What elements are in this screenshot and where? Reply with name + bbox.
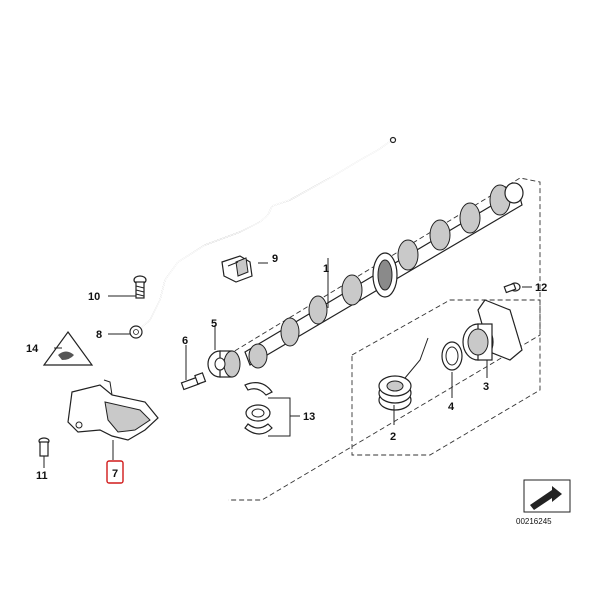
sensor-7 bbox=[67, 379, 159, 441]
bushing-5 bbox=[207, 350, 241, 378]
bolt-12 bbox=[503, 282, 521, 294]
callout-9: 9 bbox=[272, 253, 278, 265]
ring-4 bbox=[441, 341, 463, 371]
callout-6: 6 bbox=[182, 335, 188, 347]
torsion-spring-2 bbox=[378, 337, 429, 411]
spring-group-boundary-dashes bbox=[351, 299, 541, 456]
callout-3: 3 bbox=[483, 381, 489, 393]
callout-12: 12 bbox=[535, 282, 547, 294]
callout-14: 14 bbox=[26, 343, 39, 355]
callout-7: 7 bbox=[112, 468, 118, 480]
oil-line bbox=[129, 136, 397, 339]
clip-9 bbox=[221, 255, 253, 283]
camshaft bbox=[244, 182, 524, 369]
callout-8: 8 bbox=[96, 329, 102, 341]
bolt-6 bbox=[180, 372, 207, 391]
callout-13: 13 bbox=[303, 411, 315, 423]
callout-1: 1 bbox=[323, 263, 329, 275]
callout-5: 5 bbox=[211, 318, 217, 330]
callout-4: 4 bbox=[448, 401, 455, 413]
bolt-10 bbox=[133, 275, 147, 299]
diagram-id-badge: 00216245 bbox=[516, 479, 571, 526]
bracket-3 bbox=[462, 299, 523, 361]
sensor-ring-13 bbox=[244, 382, 273, 435]
callout-numbers: 1 2 3 4 5 6 8 9 10 11 12 13 14 7 bbox=[26, 253, 547, 484]
leader-lines bbox=[43, 258, 532, 468]
callout-7-highlight-box bbox=[106, 460, 124, 484]
callout-11: 11 bbox=[36, 470, 48, 482]
diagram-id-text: 00216245 bbox=[516, 517, 552, 526]
bolt-11 bbox=[38, 437, 50, 457]
warning-triangle-sticker bbox=[42, 330, 94, 366]
callout-2: 2 bbox=[390, 431, 396, 443]
callout-10: 10 bbox=[88, 291, 100, 303]
